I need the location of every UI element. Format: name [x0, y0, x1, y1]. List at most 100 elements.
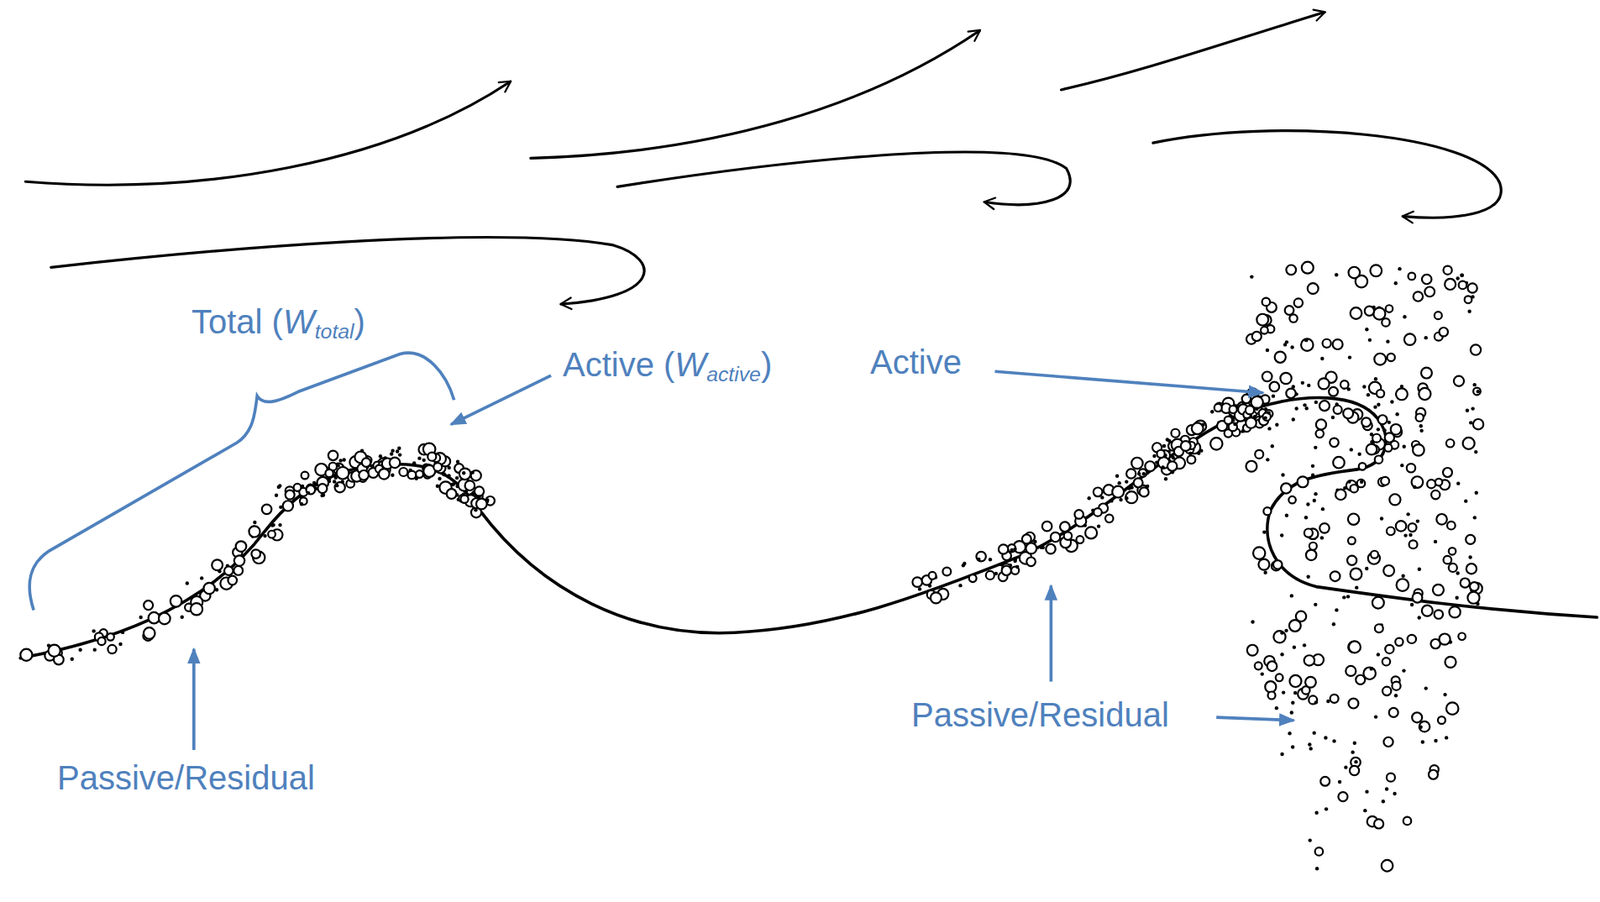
bubble: [1456, 481, 1460, 485]
bubble: [48, 645, 61, 657]
bubble: [1335, 489, 1347, 501]
bubble: [340, 479, 345, 483]
bubble: [1372, 597, 1385, 609]
bubble: [1013, 557, 1018, 562]
bubble: [97, 637, 105, 646]
bubble: [378, 454, 383, 458]
bubble: [1411, 712, 1422, 723]
bubble: [1318, 377, 1330, 389]
bubble: [1187, 455, 1197, 464]
bubble: [1448, 547, 1457, 556]
bubble: [1306, 502, 1310, 506]
bubble: [1424, 286, 1435, 297]
bubble: [1164, 477, 1168, 481]
bubble: [1145, 484, 1149, 488]
bubble: [20, 649, 32, 661]
bubble: [1389, 708, 1399, 718]
bubble: [1214, 403, 1223, 412]
bubble: [390, 448, 394, 452]
bubble: [1332, 622, 1336, 626]
bubbles: [20, 262, 1484, 872]
bubble: [1285, 305, 1295, 315]
bubble: [1382, 428, 1386, 432]
bubble: [1265, 348, 1270, 352]
bubble: [1416, 519, 1420, 523]
bubble: [1467, 309, 1471, 314]
bubble: [1473, 515, 1477, 520]
bubble: [1443, 266, 1453, 275]
bubble: [1273, 630, 1286, 643]
bubble: [1137, 472, 1141, 476]
leader-lines: [29, 352, 1294, 751]
bubble: [1370, 550, 1379, 559]
bubble: [999, 562, 1003, 567]
bubble: [336, 466, 350, 480]
bubble: [389, 457, 401, 469]
bubble: [1332, 739, 1336, 743]
bubble: [912, 577, 923, 588]
bubble: [1258, 559, 1270, 571]
bubble: [1395, 520, 1407, 532]
bubble: [1285, 388, 1296, 399]
bubble: [1115, 474, 1119, 478]
bubble: [1262, 529, 1266, 534]
bubble: [928, 571, 937, 580]
bubble: [1453, 376, 1464, 387]
bubble: [285, 490, 295, 500]
bubble: [93, 647, 97, 651]
bubble: [1389, 493, 1401, 505]
bubble: [328, 451, 338, 461]
bubble: [1376, 652, 1380, 656]
bubble: [1391, 681, 1401, 691]
bubble: [1376, 389, 1385, 398]
bubble: [459, 468, 472, 481]
bubble: [217, 569, 221, 573]
bubble: [918, 587, 922, 591]
bubble: [1413, 291, 1423, 301]
bubble: [1124, 479, 1128, 483]
bubble: [1455, 571, 1459, 575]
bubble: [1250, 619, 1254, 624]
bubble: [1349, 765, 1359, 776]
bubble: [1105, 514, 1114, 524]
bubble: [1171, 456, 1176, 460]
bubble: [1364, 327, 1369, 331]
bubble: [1412, 592, 1423, 604]
bubble: [1285, 340, 1289, 344]
bubble: [1374, 377, 1378, 381]
bubble: [1284, 629, 1288, 633]
bubble: [1326, 699, 1330, 703]
bubble: [1252, 331, 1262, 341]
bubble: [415, 470, 424, 478]
bubble: [1300, 338, 1313, 351]
bubble: [1264, 681, 1276, 693]
bubble: [1395, 638, 1403, 646]
bubble: [455, 476, 459, 480]
bubble: [473, 508, 478, 512]
bubble: [1434, 609, 1443, 619]
bubble: [1419, 429, 1423, 433]
bubble: [477, 495, 481, 499]
bubble: [1458, 281, 1468, 290]
bubble: [1421, 605, 1433, 617]
bubble: [1442, 467, 1453, 478]
bubble: [1302, 403, 1307, 407]
bubble: [1386, 773, 1396, 782]
bubble: [1232, 422, 1237, 426]
bubble: [1304, 338, 1308, 342]
bubble: [1144, 461, 1155, 472]
bubble: [1376, 427, 1380, 431]
bubble: [271, 523, 275, 527]
bubble: [1437, 716, 1446, 724]
bubble: [1309, 542, 1317, 551]
bubble: [1369, 432, 1374, 436]
bubble: [306, 485, 316, 495]
bubble: [1262, 372, 1273, 383]
bubble: [1267, 426, 1271, 431]
bubble: [1408, 523, 1417, 532]
bubble: [1347, 387, 1351, 391]
bubble: [1418, 725, 1422, 730]
bubble: [1421, 274, 1432, 284]
bubble: [437, 477, 441, 481]
bubble: [1131, 457, 1143, 469]
